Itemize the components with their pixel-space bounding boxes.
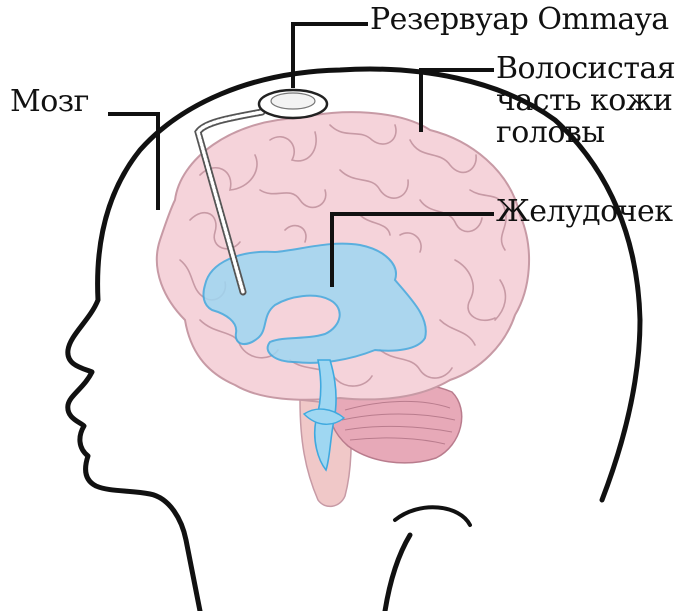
ear-outline: [395, 507, 470, 525]
label-ventricle: Желудочек: [496, 196, 673, 228]
ommaya-reservoir-dome: [271, 93, 315, 109]
label-scalp-line-2: часть кожи: [496, 85, 675, 117]
label-scalp-line-3: головы: [496, 117, 675, 149]
label-scalp-line-1: Волосистая: [496, 53, 675, 85]
label-brain: Мозг: [10, 86, 89, 118]
neck-outline: [385, 535, 410, 611]
label-ommaya-reservoir: Резервуар Ommaya: [370, 4, 669, 36]
label-scalp: Волосистая часть кожи головы: [496, 53, 675, 149]
leader-reservoir: [293, 24, 368, 88]
